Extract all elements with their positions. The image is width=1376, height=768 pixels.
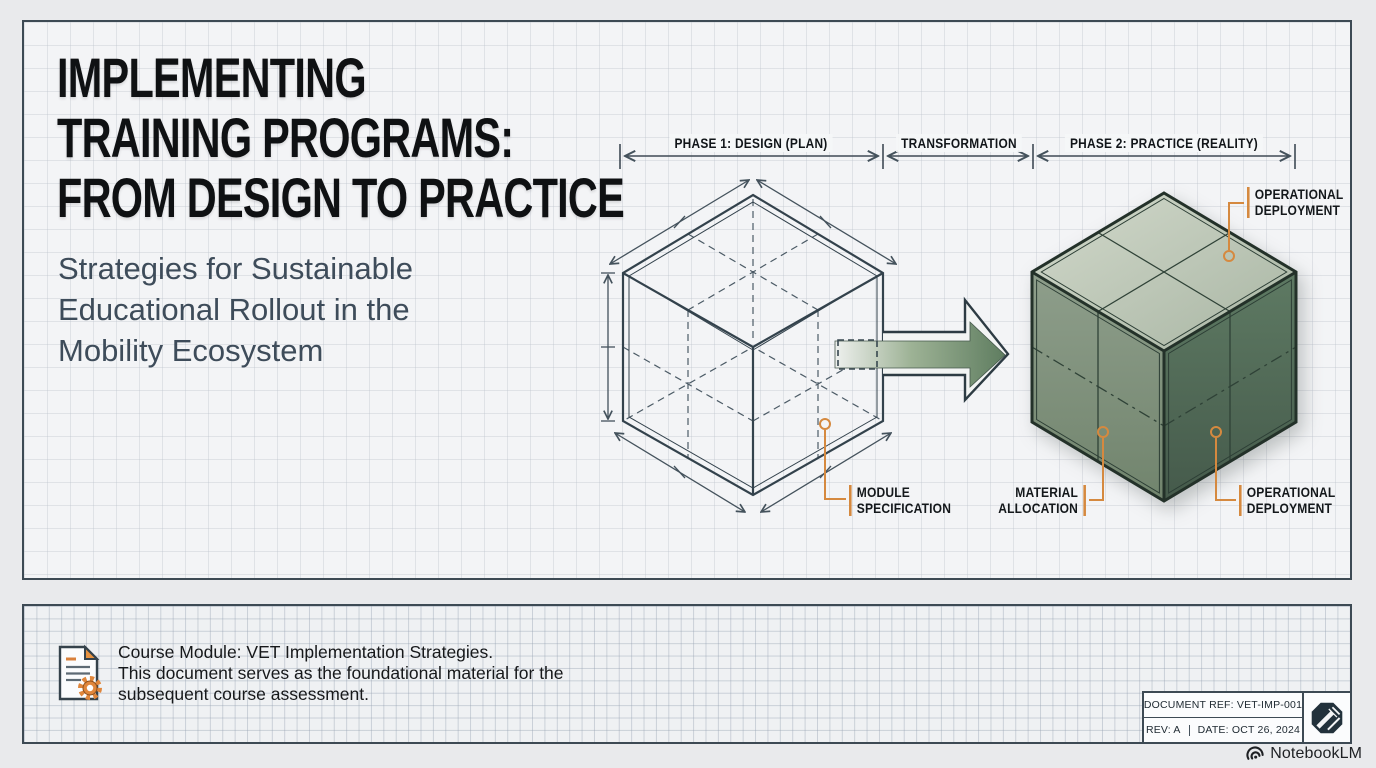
- phase-1-label: PHASE 1: DESIGN (PLAN): [669, 134, 833, 152]
- page-subtitle: Strategies for Sustainable Educational R…: [58, 251, 413, 368]
- phase-2-label: PHASE 2: PRACTICE (REALITY): [1064, 134, 1264, 152]
- callout-operational-deployment-top: OPERATIONAL DEPLOYMENT: [1247, 186, 1343, 218]
- date-value: DATE: OCT 26, 2024: [1197, 724, 1301, 736]
- transformation-label: TRANSFORMATION: [896, 134, 1022, 152]
- notebooklm-label: NotebookLM: [1270, 745, 1362, 762]
- callout-material-allocation: MATERIAL ALLOCATION: [999, 484, 1086, 516]
- blueprint-panel: IMPLEMENTING TRAINING PROGRAMS: FROM DES…: [22, 20, 1352, 580]
- notebooklm-icon: [1246, 746, 1264, 760]
- callout-connectors: [819, 202, 1244, 501]
- phase-dimension-line: [619, 144, 1296, 169]
- solid-cube: [1030, 191, 1298, 503]
- rev-date-row: REV: A DATE: OCT 26, 2024: [1144, 717, 1302, 742]
- title-block: DOCUMENT REF: VET-IMP-001 REV: A DATE: O…: [1142, 691, 1352, 744]
- callout-module-specification: MODULE SPECIFICATION: [849, 484, 951, 516]
- wireframe-cube: [601, 180, 896, 512]
- footer-panel: Course Module: VET Implementation Strate…: [22, 604, 1352, 744]
- page-title: IMPLEMENTING TRAINING PROGRAMS: FROM DES…: [57, 46, 625, 229]
- document-gear-icon: [58, 644, 102, 701]
- cube-transformation-diagram: [601, 144, 1298, 578]
- document-ref: DOCUMENT REF: VET-IMP-001: [1143, 699, 1303, 711]
- notebooklm-branding: NotebookLM: [1246, 743, 1362, 765]
- rev-value: REV: A: [1145, 724, 1181, 736]
- company-stamp-icon: [1311, 702, 1343, 733]
- callout-operational-deployment-bottom: OPERATIONAL DEPLOYMENT: [1239, 484, 1335, 516]
- transformation-arrow: [834, 296, 1010, 404]
- course-note: Course Module: VET Implementation Strate…: [118, 642, 564, 704]
- divider: [1188, 724, 1190, 736]
